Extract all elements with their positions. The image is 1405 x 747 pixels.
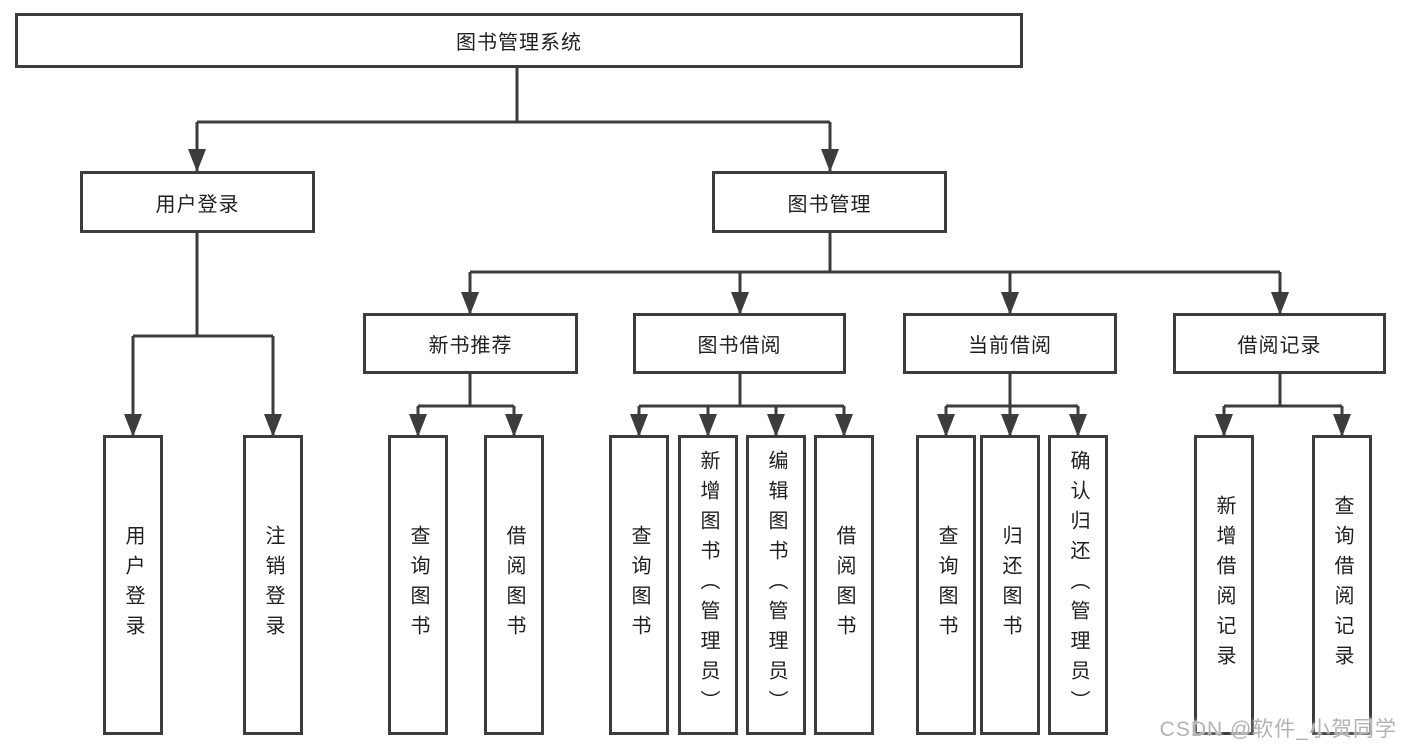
- node-user-login: 用户登录: [80, 171, 315, 233]
- leaf-records-query-record: 查询借阅记录: [1312, 435, 1372, 735]
- leaf-current-query-books-label: 查询图书: [935, 525, 957, 645]
- node-book-management-label: 图书管理: [787, 193, 872, 216]
- leaf-current-confirm-return: 确认归还（管理员）: [1048, 435, 1108, 735]
- leaf-borrowing-edit-books: 编辑图书（管理员）: [746, 435, 806, 735]
- node-user-login-label: 用户登录: [155, 193, 240, 216]
- leaf-records-add-record: 新增借阅记录: [1194, 435, 1254, 735]
- node-root: 图书管理系统: [15, 13, 1023, 68]
- leaf-borrowing-query-books: 查询图书: [609, 435, 669, 735]
- connector-borrowing-records-to-leaves: [1215, 372, 1351, 437]
- leaf-current-query-books: 查询图书: [916, 435, 976, 735]
- leaf-borrowing-add-books: 新增图书（管理员）: [678, 435, 738, 735]
- leaf-records-add-record-label: 新增借阅记录: [1213, 495, 1235, 675]
- connector-user-login-to-leaves: [124, 233, 282, 437]
- node-borrowing-records: 借阅记录: [1173, 313, 1386, 374]
- leaf-current-return-books-label: 归还图书: [999, 525, 1021, 645]
- leaf-borrowing-borrow-books-label: 借阅图书: [833, 525, 855, 645]
- node-book-borrowing-label: 图书借阅: [697, 335, 782, 357]
- leaf-borrowing-edit-books-label: 编辑图书（管理员）: [765, 450, 787, 720]
- leaf-logout: 注销登录: [243, 435, 303, 735]
- leaf-current-return-books: 归还图书: [980, 435, 1040, 735]
- connector-root-to-level2: [188, 68, 839, 172]
- node-root-label: 图书管理系统: [456, 32, 582, 54]
- leaf-logout-label: 注销登录: [262, 525, 284, 645]
- node-book-management: 图书管理: [712, 171, 947, 233]
- leaf-recommend-query-books-label: 查询图书: [407, 525, 429, 645]
- leaf-recommend-borrow-books-label: 借阅图书: [503, 525, 525, 645]
- leaf-user-login: 用户登录: [103, 435, 163, 735]
- leaf-records-query-record-label: 查询借阅记录: [1331, 495, 1353, 675]
- leaf-user-login-label: 用户登录: [122, 525, 144, 645]
- node-new-book-recommend-label: 新书推荐: [428, 335, 513, 357]
- node-new-book-recommend: 新书推荐: [363, 313, 578, 374]
- leaf-borrowing-borrow-books: 借阅图书: [814, 435, 874, 735]
- leaf-borrowing-add-books-label: 新增图书（管理员）: [697, 450, 719, 720]
- leaf-recommend-query-books: 查询图书: [388, 435, 448, 735]
- connector-new-book-recommend-to-leaves: [409, 372, 523, 437]
- csdn-watermark: CSDN @软件_小贺同学: [1159, 718, 1397, 741]
- leaf-borrowing-query-books-label: 查询图书: [628, 525, 650, 645]
- leaf-current-confirm-return-label: 确认归还（管理员）: [1067, 450, 1089, 720]
- node-current-borrowing-label: 当前借阅: [968, 335, 1052, 357]
- leaf-recommend-borrow-books: 借阅图书: [484, 435, 544, 735]
- node-current-borrowing: 当前借阅: [903, 313, 1117, 374]
- connector-book-borrowing-to-leaves: [630, 372, 853, 437]
- node-borrowing-records-label: 借阅记录: [1237, 335, 1322, 357]
- node-book-borrowing: 图书借阅: [633, 313, 846, 374]
- connector-book-management-to-level3: [461, 233, 1289, 315]
- connector-current-borrowing-to-leaves: [937, 372, 1087, 437]
